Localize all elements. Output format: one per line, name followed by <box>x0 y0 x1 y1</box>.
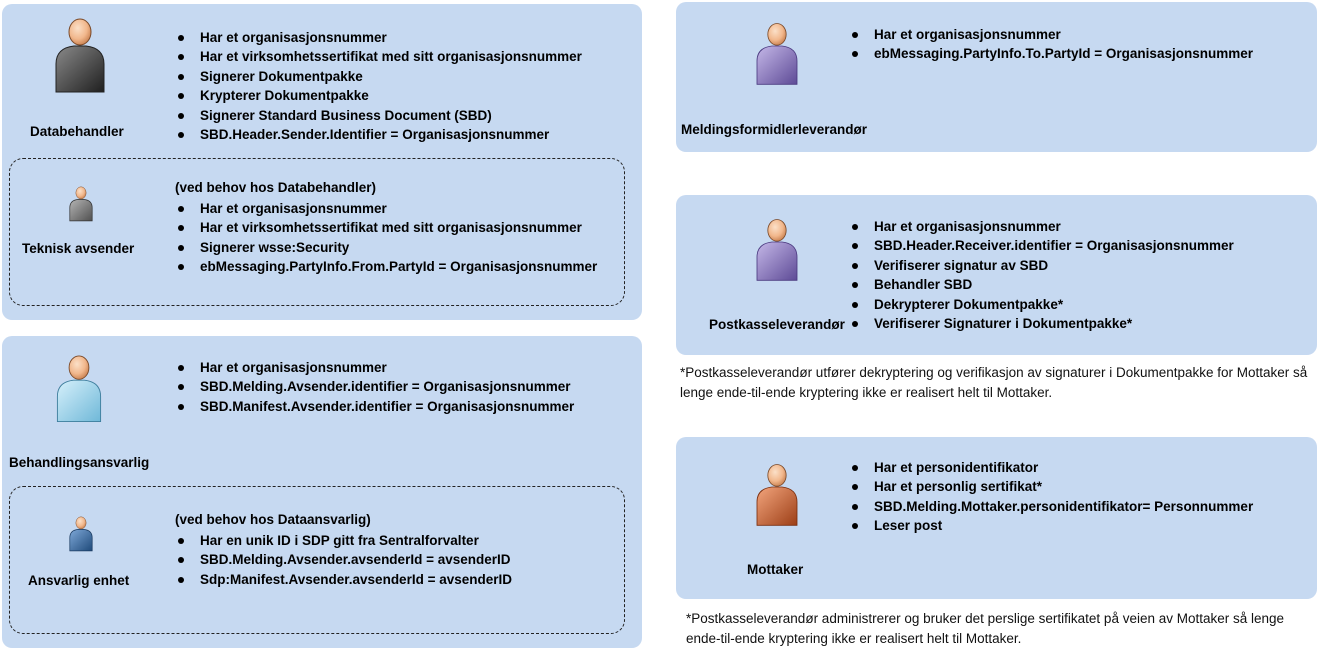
list-item: Har et organisasjonsnummer <box>849 217 1234 236</box>
databehandler-panel <box>2 4 642 320</box>
list-item: Verifiserer signatur av SBD <box>849 256 1234 275</box>
list-item: Sdp:Manifest.Avsender.avsenderId = avsen… <box>175 570 512 589</box>
list-item: Har et personidentifikator <box>849 458 1253 477</box>
teknisk-avsender-list: Har et organisasjonsnummer Har et virkso… <box>175 199 597 277</box>
person-icon-teknisk-avsender <box>69 186 93 222</box>
person-icon-postkasse <box>756 219 798 281</box>
meldingsformidler-list: Har et organisasjonsnummer ebMessaging.P… <box>849 25 1253 64</box>
databehandler-list: Har et organisasjonsnummer Har et virkso… <box>175 28 582 144</box>
list-item: SBD.Melding.Avsender.avsenderId = avsend… <box>175 550 512 569</box>
postkasse-note: *Postkasseleverandør utfører dekrypterin… <box>680 365 1308 400</box>
person-icon-meldingsformidler <box>756 23 798 85</box>
list-item: SBD.Header.Receiver.identifier = Organis… <box>849 236 1234 255</box>
ansvarlig-enhet-list: Har en unik ID i SDP gitt fra Sentralfor… <box>175 531 512 589</box>
role-databehandler: Databehandler <box>30 124 124 139</box>
behandlingsansvarlig-panel <box>2 336 642 648</box>
list-item: Har et organisasjonsnummer <box>175 28 582 47</box>
mottaker-list: Har et personidentifikator Har et person… <box>849 458 1253 536</box>
list-item: Signerer wsse:Security <box>175 238 597 257</box>
ansvarlig-enhet-intro: (ved behov hos Dataansvarlig) <box>175 512 371 527</box>
list-item: Verifiserer Signaturer i Dokumentpakke* <box>849 314 1234 333</box>
postkasse-list: Har et organisasjonsnummer SBD.Header.Re… <box>849 217 1234 333</box>
teknisk-avsender-intro: (ved behov hos Databehandler) <box>175 180 377 195</box>
mottaker-note: *Postkasseleverandør administrerer og br… <box>686 611 1285 646</box>
list-item: SBD.Manifest.Avsender.identifier = Organ… <box>175 397 574 416</box>
list-item: Har et virksomhetssertifikat med sitt or… <box>175 218 597 237</box>
list-item: Krypterer Dokumentpakke <box>175 86 582 105</box>
list-item: Har et personlig sertifikat* <box>849 477 1253 496</box>
list-item: Signerer Dokumentpakke <box>175 67 582 86</box>
person-icon-ansvarlig-enhet <box>69 516 93 552</box>
list-item: Leser post <box>849 516 1253 535</box>
role-mottaker: Mottaker <box>747 562 804 577</box>
list-item: SBD.Melding.Mottaker.personidentifikator… <box>849 497 1253 516</box>
list-item: ebMessaging.PartyInfo.From.PartyId = Org… <box>175 257 597 276</box>
list-item: ebMessaging.PartyInfo.To.PartyId = Organ… <box>849 44 1253 63</box>
behandlingsansvarlig-list: Har et organisasjonsnummer SBD.Melding.A… <box>175 358 574 416</box>
list-item: SBD.Melding.Avsender.identifier = Organi… <box>175 377 574 396</box>
person-icon-behandlingsansvarlig <box>56 355 102 423</box>
role-ansvarlig-enhet: Ansvarlig enhet <box>28 573 130 588</box>
list-item: Dekrypterer Dokumentpakke* <box>849 295 1234 314</box>
list-item: Har et organisasjonsnummer <box>849 25 1253 44</box>
teknisk-avsender-box <box>9 158 625 306</box>
person-icon-mottaker <box>756 464 798 526</box>
list-item: Har et organisasjonsnummer <box>175 199 597 218</box>
list-item: Har et organisasjonsnummer <box>175 358 574 377</box>
role-behandlingsansvarlig: Behandlingsansvarlig <box>9 455 150 470</box>
role-teknisk-avsender: Teknisk avsender <box>22 241 135 256</box>
list-item: Behandler SBD <box>849 275 1234 294</box>
person-icon-databehandler <box>55 18 105 93</box>
role-postkasse: Postkasseleverandør <box>709 317 845 332</box>
role-meldingsformidler: Meldingsformidlerleverandør <box>681 122 868 137</box>
list-item: SBD.Header.Sender.Identifier = Organisas… <box>175 125 582 144</box>
list-item: Signerer Standard Business Document (SBD… <box>175 106 582 125</box>
ansvarlig-enhet-box <box>9 486 625 634</box>
list-item: Har en unik ID i SDP gitt fra Sentralfor… <box>175 531 512 550</box>
list-item: Har et virksomhetssertifikat med sitt or… <box>175 47 582 66</box>
